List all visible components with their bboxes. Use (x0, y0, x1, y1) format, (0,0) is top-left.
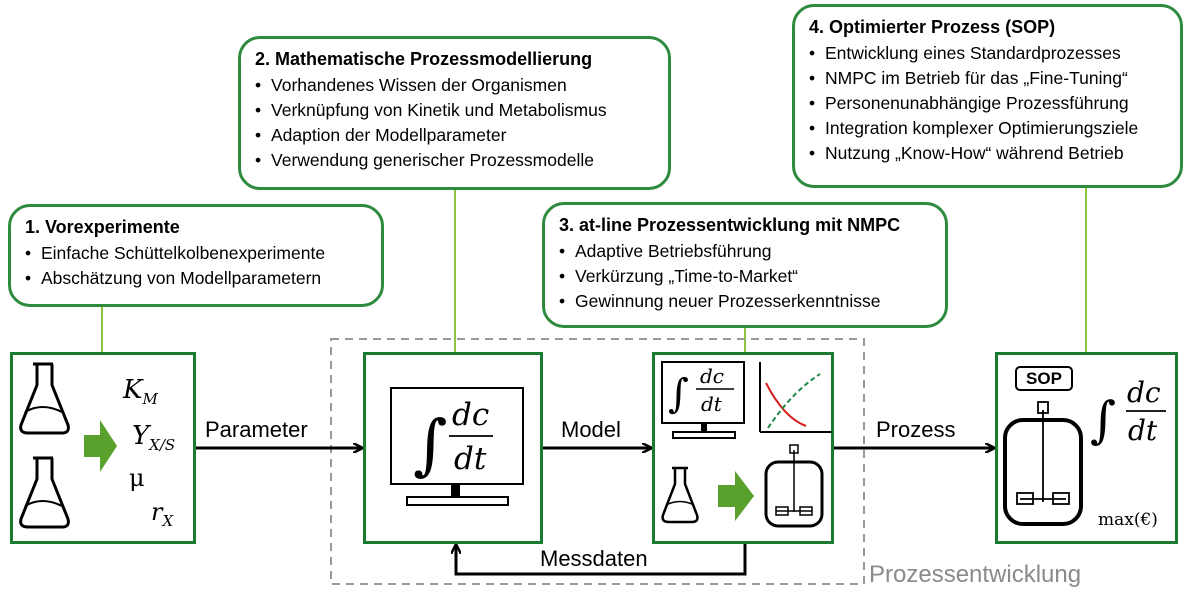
max-label: max(€) (1098, 510, 1158, 530)
flask-icon (19, 456, 70, 529)
trend-chart-icon (759, 362, 832, 433)
list-item: Einfache Schüttelkolbenexperimente (25, 241, 369, 266)
dc-label: dc (700, 364, 725, 388)
dt-label: dt (701, 392, 722, 416)
flask-icon (19, 362, 70, 435)
km-label: KM (123, 375, 158, 409)
mu-label: μ (129, 464, 145, 492)
list-item: Vorhandenes Wissen der Organismen (255, 73, 656, 98)
prozessentwicklung-region (330, 338, 865, 585)
yxs-label: YX/S (132, 421, 176, 455)
callout-title: 4. Optimierter Prozess (SOP) (809, 17, 1056, 37)
list-item: Integration komplexer Optimierungsziele (809, 116, 1168, 141)
dt-label: dt (454, 441, 487, 477)
svg-text:∫: ∫ (413, 406, 447, 483)
stage-sop (995, 352, 1178, 544)
rx-label: rX (151, 498, 174, 530)
monitor-icon (661, 361, 745, 439)
list-item: Verknüpfung von Kinetik und Metabolismus (255, 98, 656, 123)
model-label: Model (561, 417, 621, 442)
callout-sop: 4. Optimierter Prozess (SOP) Entwicklung… (792, 4, 1183, 188)
dc-label: dc (1127, 376, 1161, 409)
reactor-icon (764, 444, 824, 528)
dc-label: dc (452, 397, 490, 433)
list-item: Gewinnung neuer Prozesserkenntnisse (559, 289, 933, 314)
callout-vorexperimente: 1. Vorexperimente Einfache Schüttelkolbe… (8, 204, 384, 307)
list-item: Nutzung „Know-How“ während Betrieb (809, 141, 1168, 166)
list-item: NMPC im Betrieb für das „Fine-Tuning“ (809, 66, 1168, 91)
monitor-icon (390, 387, 524, 506)
list-item: Verkürzung „Time-to-Market“ (559, 264, 933, 289)
green-arrow-icon (718, 471, 754, 521)
list-item: Entwicklung eines Standardprozesses (809, 41, 1168, 66)
sop-badge (1015, 366, 1073, 391)
callout-modellierung: 2. Mathematische Prozessmodellierung Vor… (238, 36, 671, 190)
sop-badge-label: SOP (1026, 369, 1062, 388)
callout-title: 1. Vorexperimente (25, 217, 180, 237)
list-item: Personenunabhängige Prozessführung (809, 91, 1168, 116)
list-item: Abschätzung von Modellparametern (25, 266, 369, 291)
callout-atline: 3. at-line Prozessentwicklung mit NMPC A… (542, 202, 948, 328)
svg-text:∫: ∫ (668, 371, 689, 417)
messdaten-label: Messdaten (540, 546, 648, 571)
svg-text:∫: ∫ (1090, 391, 1116, 449)
list-item: Verwendung generischer Prozessmodelle (255, 148, 656, 173)
messdaten-arrow (456, 544, 747, 576)
prozess-label: Prozess (876, 417, 956, 442)
parameter-label: Parameter (205, 417, 308, 442)
list-item: Adaption der Modellparameter (255, 123, 656, 148)
stage-modellierung (363, 352, 543, 544)
flask-icon (661, 466, 699, 524)
integral-formula: ∫ (413, 406, 493, 483)
callout-title: 2. Mathematische Prozessmodellierung (255, 49, 593, 69)
green-arrow-icon (84, 420, 117, 472)
list-item: Adaptive Betriebsführung (559, 239, 933, 264)
callout-title: 3. at-line Prozessentwicklung mit NMPC (559, 215, 901, 235)
dt-label: dt (1128, 414, 1158, 447)
region-label: Prozessentwicklung (869, 561, 1082, 588)
reactor-icon (1003, 401, 1083, 526)
